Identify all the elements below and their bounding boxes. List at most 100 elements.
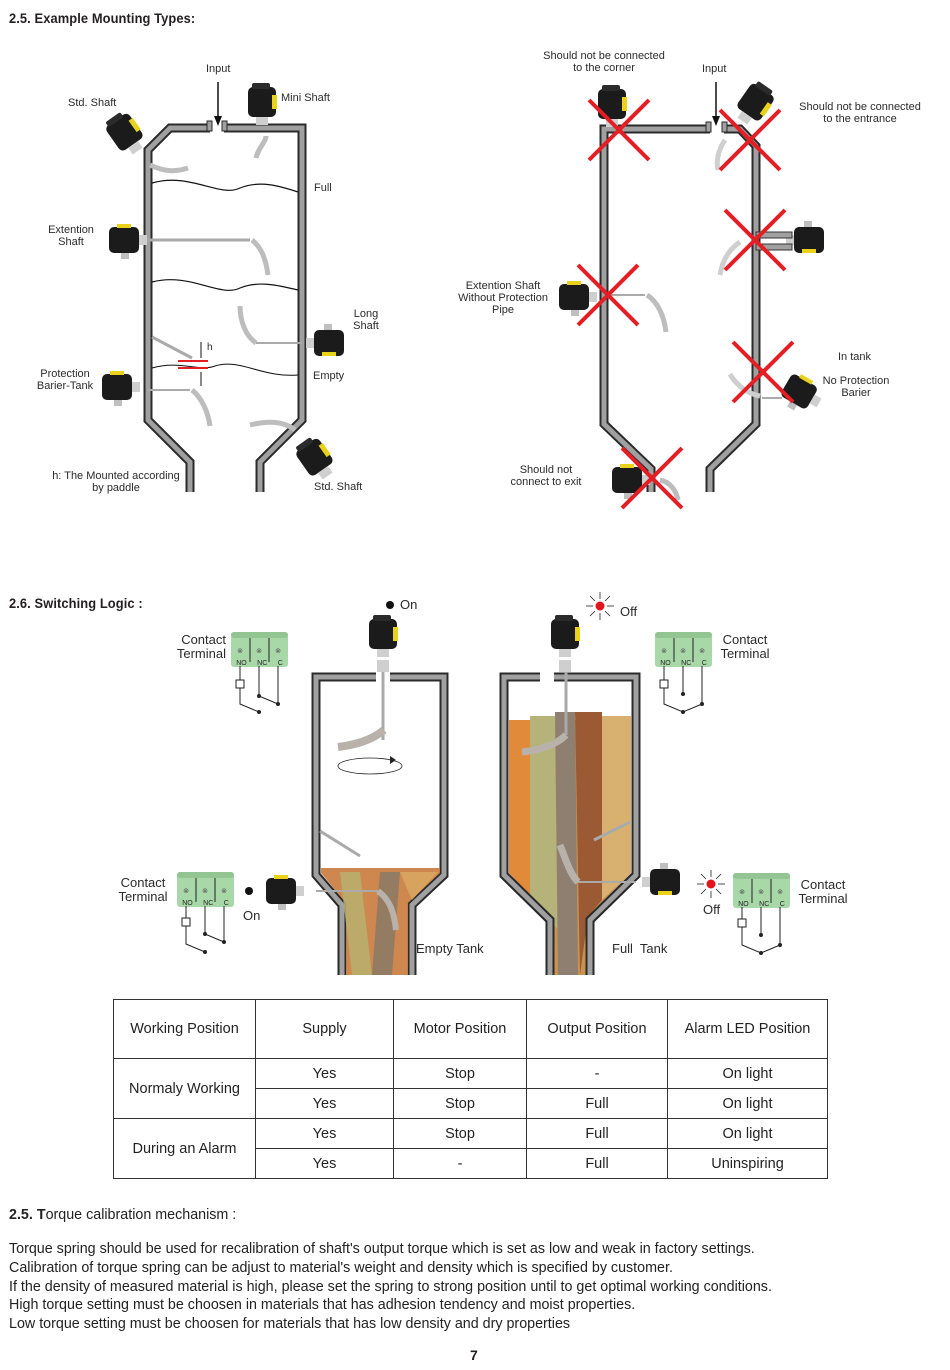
- cell-output: Full: [526, 1088, 668, 1119]
- label-protection-barier-tank: Protection Barier-Tank: [36, 368, 94, 392]
- pin-c: C: [701, 660, 707, 667]
- table-row: During an Alarm Yes Stop Full On light: [113, 1118, 828, 1179]
- cell-motor: Stop: [393, 1088, 527, 1119]
- device-entrance-wrong: [730, 78, 779, 130]
- caption-empty-tank: Empty Tank: [416, 941, 484, 956]
- terminal-pins-top-right: NO NC C: [655, 660, 712, 667]
- led-on-side-icon: [245, 887, 253, 895]
- label-long-shaft: Long Shaft: [353, 308, 379, 332]
- device-mini-shaft: [248, 83, 277, 125]
- svg-text:⊗: ⊗: [275, 648, 281, 655]
- cell-output: Full: [526, 1118, 668, 1149]
- group-normaly-working: Normaly Working: [113, 1058, 256, 1119]
- cell-supply: Yes: [255, 1118, 394, 1149]
- contact-terminal-label-bottom-left: Contact Terminal: [118, 875, 168, 904]
- device-std-shaft-bottom: [292, 433, 340, 485]
- group-during-an-alarm: During an Alarm: [113, 1118, 256, 1179]
- paragraph-line: Torque spring should be used for recalib…: [9, 1241, 755, 1257]
- label-input-left: Input: [206, 63, 231, 75]
- header-working-position: Working Position: [113, 999, 256, 1059]
- rotation-arrow-icon: [337, 757, 403, 775]
- pin-no: NO: [738, 901, 749, 908]
- label-empty: Empty: [313, 370, 345, 382]
- pin-c: C: [223, 900, 229, 907]
- svg-text:⊗: ⊗: [661, 648, 667, 655]
- label-input-right: Input: [702, 63, 727, 75]
- pin-nc: NC: [681, 660, 692, 667]
- device-extention-shaft: [109, 224, 147, 259]
- paragraph-line: If the density of measured material is h…: [9, 1278, 772, 1295]
- device-std-shaft-top: [102, 108, 150, 160]
- cell-supply: Yes: [255, 1058, 394, 1089]
- page-number: 7: [470, 1347, 478, 1363]
- contact-terminal-label-top-left: Contact Terminal: [176, 632, 226, 661]
- label-std-shaft-bottom: Std. Shaft: [314, 481, 363, 493]
- cell-alarm-led: On light: [667, 1058, 828, 1089]
- section-title-text: orque calibration mechanism :: [45, 1207, 237, 1223]
- label-full: Full: [314, 182, 332, 194]
- led-off-side-icon: [697, 870, 725, 898]
- cell-output: Full: [526, 1148, 668, 1179]
- switching-logic-table: Working Position Supply Motor Position O…: [113, 999, 828, 1179]
- header-motor-position: Motor Position: [393, 999, 527, 1059]
- contact-terminal-top-right: ⊗ ⊗ ⊗: [655, 632, 712, 714]
- header-output-position: Output Position: [526, 999, 668, 1059]
- table-header-row: Working Position Supply Motor Position O…: [113, 999, 828, 1059]
- tank-empty: [311, 672, 449, 975]
- pin-no: NO: [182, 900, 193, 907]
- pin-nc: NC: [759, 901, 770, 908]
- label-not-corner: Should not be connected to the corner: [543, 50, 665, 74]
- terminal-pins-bottom-left: NO NC C: [177, 900, 234, 907]
- label-extention-no-pipe: Extention Shaft Without Protection Pipe: [458, 280, 548, 316]
- paragraph-line: High torque setting must be choosen in m…: [9, 1297, 636, 1314]
- label-not-exit: Should not connect to exit: [510, 464, 582, 488]
- svg-text:⊗: ⊗: [237, 648, 243, 655]
- cell-output: -: [526, 1058, 668, 1089]
- table-row: Yes - Full Uninspiring: [114, 1148, 828, 1179]
- contact-terminal-label-top-right: Contact Terminal: [720, 632, 770, 661]
- pin-no: NO: [660, 660, 671, 667]
- device-long-shaft: [306, 324, 344, 356]
- cell-supply: Yes: [255, 1148, 394, 1179]
- full-level-line: [151, 179, 299, 193]
- label-mini-shaft: Mini Shaft: [281, 92, 330, 104]
- tank-correct: [143, 120, 307, 492]
- device-top-empty: [369, 615, 398, 657]
- table-row: Normaly Working Yes Stop - On light: [113, 1058, 828, 1119]
- svg-text:⊗: ⊗: [699, 648, 705, 655]
- cell-alarm-led: Uninspiring: [667, 1148, 828, 1179]
- label-h: h: [207, 342, 213, 353]
- label-std-shaft-top: Std. Shaft: [68, 97, 117, 109]
- pin-c: C: [277, 660, 283, 667]
- section-title-mounting-types: 2.5. Example Mounting Types:: [9, 10, 196, 26]
- material-fill-full: [509, 712, 631, 975]
- cell-supply: Yes: [255, 1088, 394, 1119]
- empty-level-line: [151, 363, 299, 376]
- cell-motor: Stop: [393, 1058, 527, 1089]
- header-supply: Supply: [255, 999, 394, 1059]
- header-alarm-led-position: Alarm LED Position: [667, 999, 828, 1059]
- led-on-top-label: On: [400, 597, 418, 612]
- cell-alarm-led: On light: [667, 1088, 828, 1119]
- svg-text:⊗: ⊗: [256, 648, 262, 655]
- led-off-side-label: Off: [703, 902, 721, 917]
- terminal-pins-top-left: NO NC C: [231, 660, 288, 667]
- device-protection-barier: [102, 371, 140, 406]
- contact-terminal-label-bottom-right: Contact Terminal: [798, 877, 848, 906]
- pin-nc: NC: [203, 900, 214, 907]
- label-no-protection-barier: No Protection Barier: [822, 375, 890, 399]
- pin-c: C: [779, 901, 785, 908]
- section-title-torque-calibration: 2.5. Torque calibration mechanism :: [9, 1207, 236, 1223]
- device-side-full: [642, 863, 680, 895]
- svg-text:⊗: ⊗: [202, 888, 208, 895]
- label-h-note: h: The Mounted according by paddle: [52, 470, 180, 494]
- label-not-entrance: Should not be connected to the entrance: [799, 101, 921, 125]
- led-off-top-label: Off: [620, 604, 638, 619]
- cell-alarm-led: On light: [667, 1118, 828, 1149]
- caption-full-tank: Full Tank: [612, 941, 668, 956]
- cell-motor: Stop: [393, 1118, 527, 1149]
- pin-nc: NC: [257, 660, 268, 667]
- led-off-top-icon: [586, 592, 614, 620]
- svg-text:⊗: ⊗: [221, 888, 227, 895]
- device-top-full: [551, 615, 580, 657]
